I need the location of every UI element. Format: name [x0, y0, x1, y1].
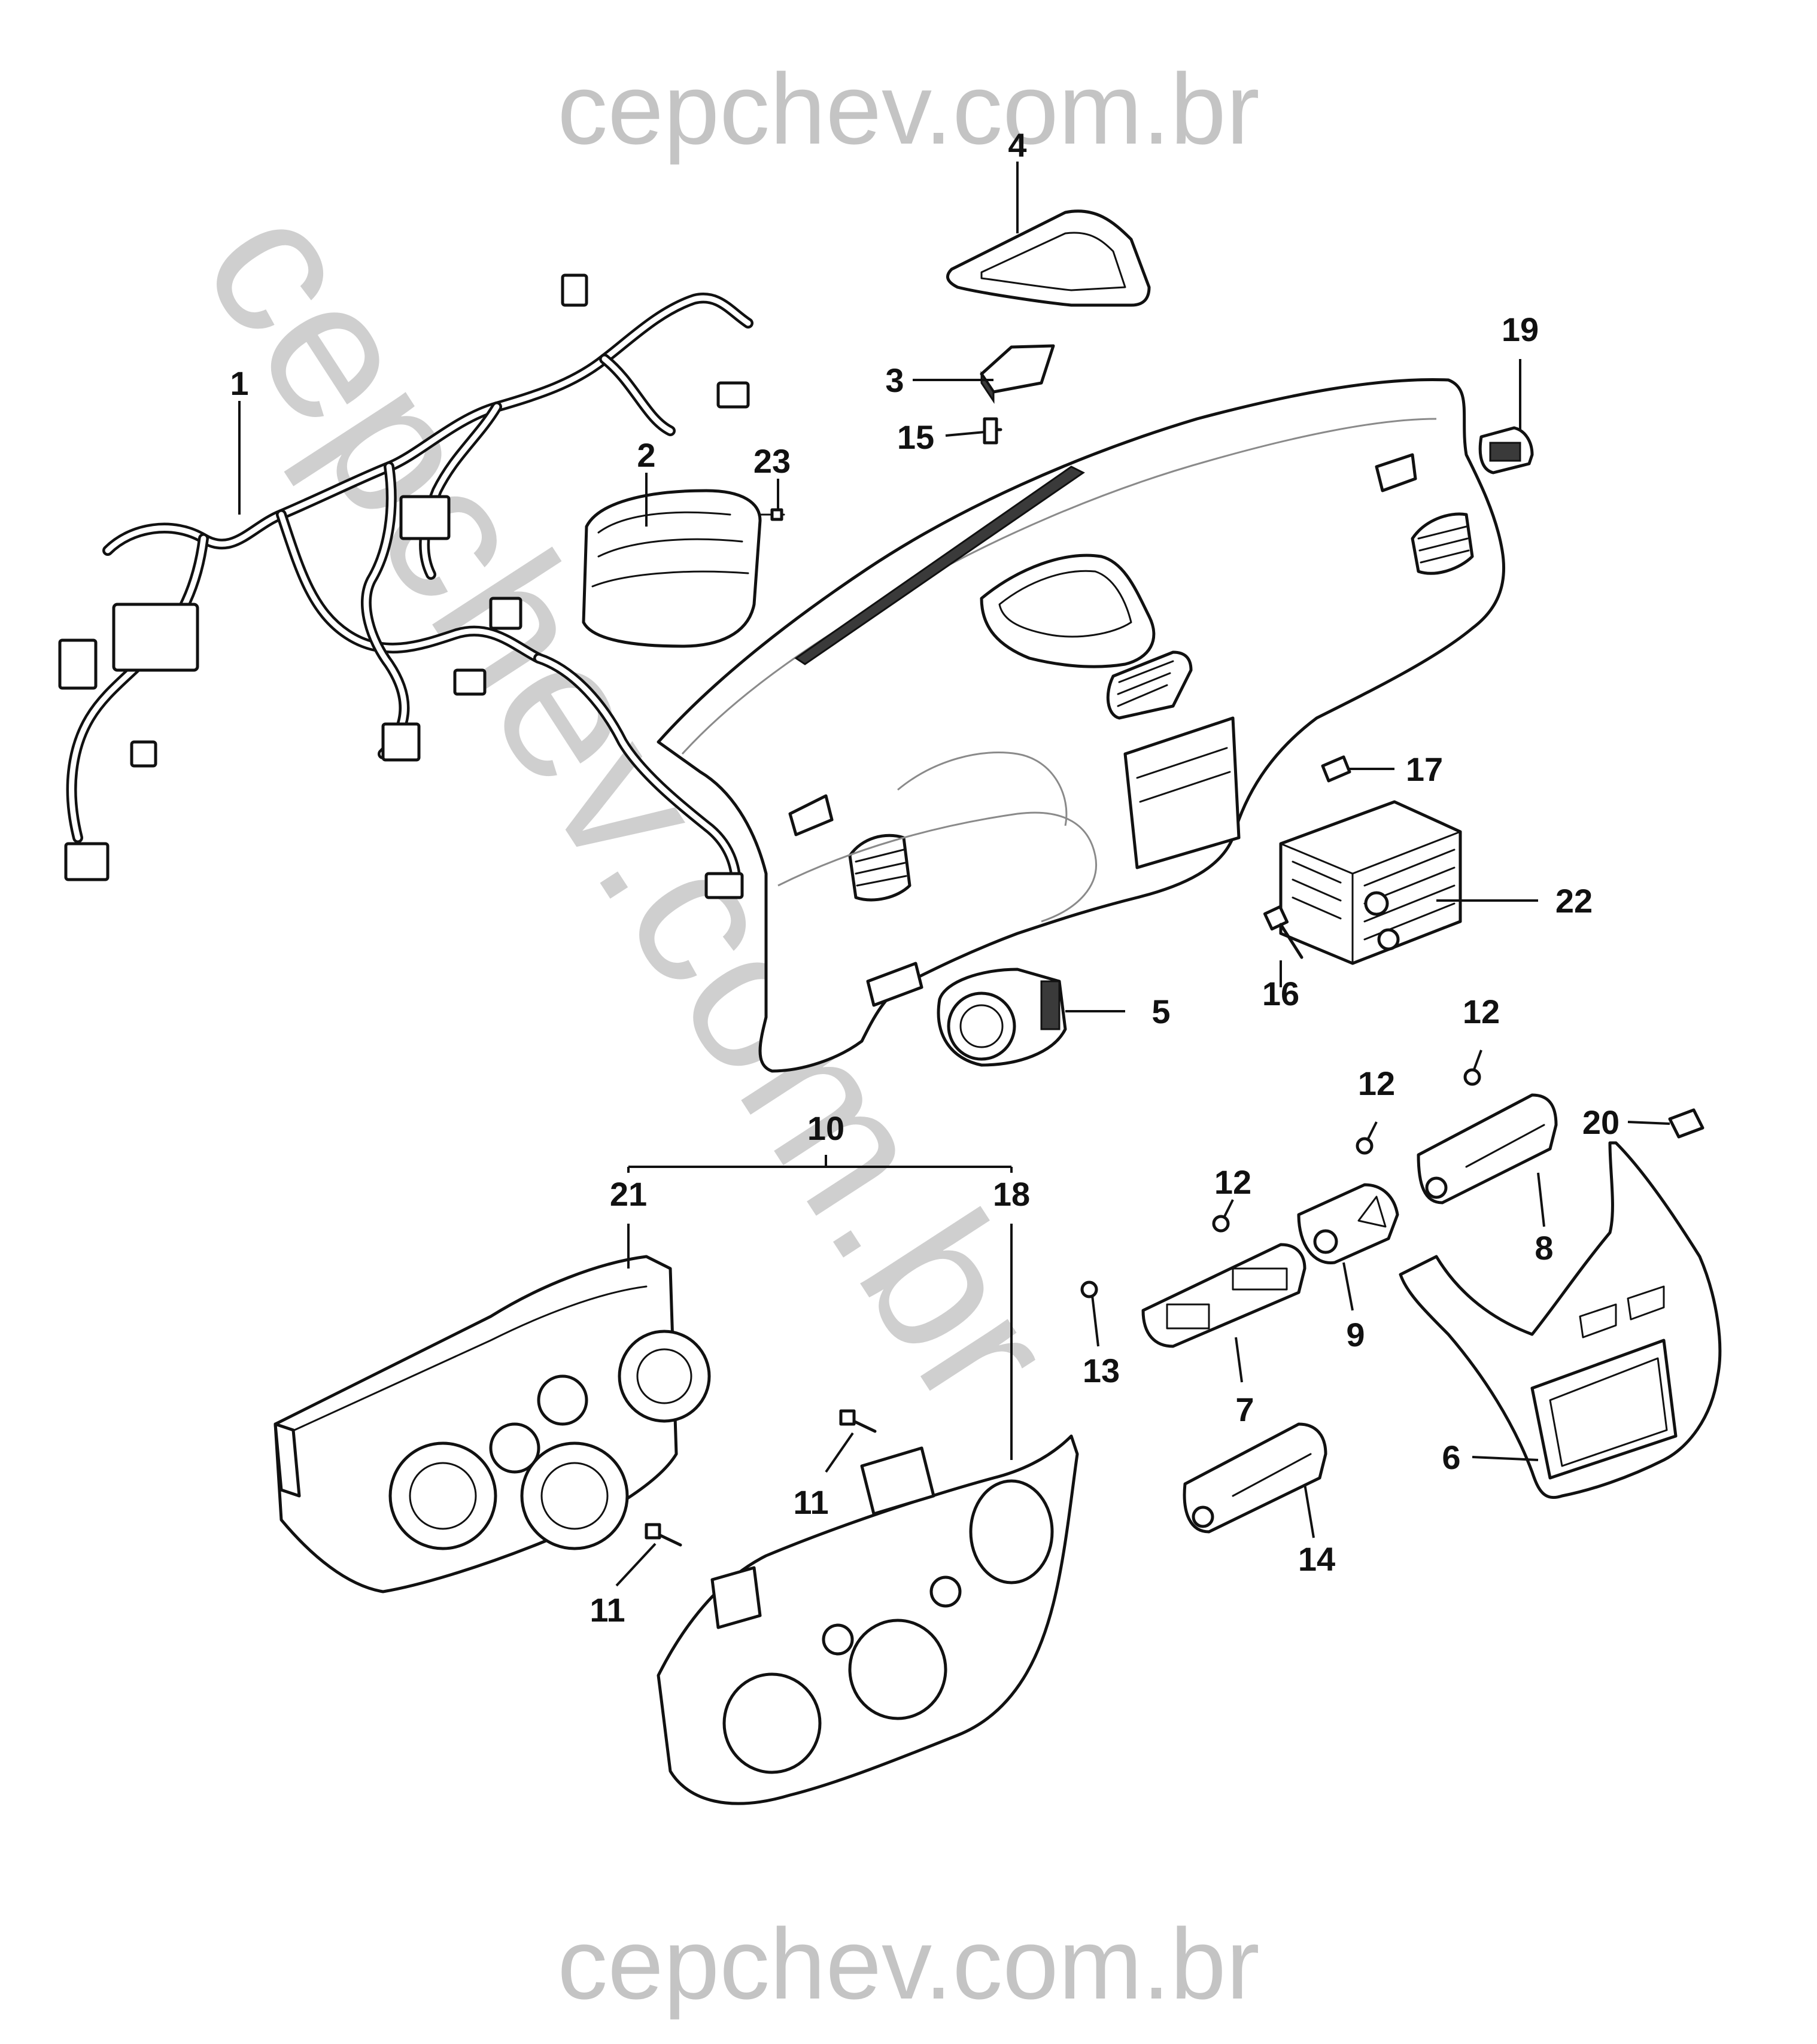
callout-19: 19 — [1502, 311, 1539, 348]
callout-1: 1 — [230, 364, 248, 402]
clip-12a-part — [1212, 1215, 1230, 1233]
callout-5: 5 — [1151, 993, 1170, 1030]
callout-10: 10 — [807, 1109, 844, 1147]
screw-11b-part — [645, 1523, 682, 1547]
radio-22-part — [1279, 800, 1462, 965]
callout-4: 4 — [1008, 126, 1026, 164]
callout-17: 17 — [1406, 750, 1443, 788]
switch-14-part — [1183, 1422, 1327, 1534]
watermark-bottom: cepchev.com.br — [557, 1908, 1259, 2020]
hvac-control-21-part — [274, 1255, 711, 1593]
cover-4-part — [946, 209, 1151, 307]
callout-11a: 11 — [793, 1483, 828, 1521]
screw-23-part — [759, 508, 785, 521]
clip-12c-part — [1463, 1068, 1481, 1086]
callout-23: 23 — [753, 442, 791, 480]
clip-17-part — [1321, 755, 1351, 783]
callout-labels: 1 2 23 4 3 15 19 17 22 16 5 12 12 20 10 … — [230, 126, 1620, 1629]
callout-7: 7 — [1235, 1391, 1254, 1428]
callout-12b: 12 — [1358, 1064, 1395, 1102]
bracket-3-part — [980, 344, 1055, 404]
callout-8: 8 — [1535, 1229, 1553, 1267]
callout-11b: 11 — [590, 1591, 625, 1629]
dashboard-panel-part — [657, 378, 1506, 1073]
wiring-harness-part — [58, 273, 753, 899]
callout-6: 6 — [1442, 1438, 1460, 1476]
screw-11a-part — [839, 1409, 877, 1433]
callout-12a: 12 — [1463, 993, 1500, 1030]
hazard-switch-9-part — [1297, 1183, 1399, 1264]
callout-16: 16 — [1262, 975, 1299, 1012]
switch-8-part — [1417, 1093, 1558, 1204]
bolt-16-part — [1263, 905, 1304, 959]
instrument-cluster-part — [582, 489, 762, 648]
callout-3: 3 — [885, 361, 904, 399]
callout-20: 20 — [1582, 1103, 1620, 1141]
callout-22: 22 — [1555, 882, 1593, 920]
switch-bank-7-part — [1141, 1243, 1306, 1348]
callout-18: 18 — [993, 1175, 1030, 1213]
leader-lines — [238, 162, 1670, 1587]
clip-12b-part — [1356, 1137, 1374, 1155]
callout-21: 21 — [610, 1175, 647, 1213]
switch-19-part — [1478, 426, 1534, 474]
clip-13-part — [1080, 1280, 1098, 1298]
clip-20-part — [1668, 1108, 1704, 1139]
watermark-top: cepchev.com.br — [557, 53, 1259, 165]
callout-15: 15 — [897, 418, 934, 456]
hvac-bezel-18-part — [657, 1434, 1079, 1805]
callout-13: 13 — [1083, 1352, 1120, 1389]
center-trim-bezel-6-part — [1399, 1141, 1722, 1499]
headlamp-switch-5-part — [937, 968, 1067, 1067]
callout-9: 9 — [1346, 1316, 1365, 1353]
screw-15-part — [983, 417, 1002, 445]
callout-2: 2 — [637, 436, 655, 474]
callout-14: 14 — [1298, 1540, 1335, 1578]
callout-12c: 12 — [1214, 1163, 1251, 1201]
